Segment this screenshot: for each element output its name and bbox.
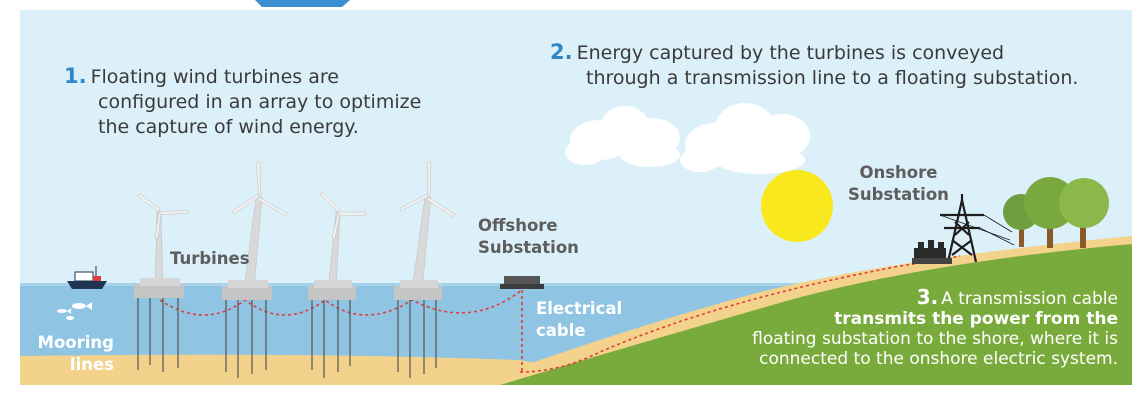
electrical-label-line-2: cable [536,321,586,340]
cloud-right [680,103,810,174]
step-2-line-1: Energy captured by the turbines is conve… [576,42,1005,64]
step-2-line-2: through a transmission line to a floatin… [586,67,1079,89]
array-cable [159,289,523,316]
offshore-label-line-1: Offshore [478,216,558,235]
step-2: 2.Energy captured by the turbines is con… [550,40,1078,91]
step-1-number: 1. [64,64,87,88]
offshore-substation [500,276,544,289]
turbine-3 [308,191,367,378]
offshore-label-line-2: Substation [478,238,579,257]
power-lines [939,214,1015,246]
electrical-cable-label: Electrical cable [536,298,622,342]
offshore-substation-label: Offshore Substation [478,215,579,259]
step-3: 3.A transmission cable transmits the pow… [698,287,1118,369]
step-2-number: 2. [550,40,573,64]
onshore-substation-label: Onshore Substation [848,162,949,206]
sun [761,170,833,242]
turbine-4 [394,161,456,378]
step-3-line-3: floating substation to the shore, where … [752,329,1118,349]
onshore-label-line-1: Onshore [859,163,938,182]
step-1-line-2: configured in an array to optimize [98,91,422,113]
turbine-1 [134,193,189,372]
boat [67,266,107,289]
step-1-line-3: the capture of wind energy. [98,116,359,138]
hill [500,244,1132,385]
turbine-2 [222,161,288,378]
trees [1003,177,1109,248]
step-3-line-1: A transmission cable [941,289,1118,309]
mooring-label-line-2: lines [69,355,114,374]
electrical-label-line-1: Electrical [536,299,623,318]
onshore-tower [940,194,984,263]
step-1: 1.Floating wind turbines are configured … [64,64,421,140]
step-3-number: 3. [916,285,939,309]
mooring-lines-label: Mooring lines [36,332,114,376]
turbines-label: Turbines [170,249,250,268]
step-1-line-1: Floating wind turbines are [90,66,339,88]
cloud-left [565,106,680,167]
substation-equipment [912,240,952,264]
step-3-line-4: connected to the onshore electric system… [759,349,1118,369]
fish [57,302,92,320]
mooring-label-line-1: Mooring [37,333,114,352]
step-3-line-2: transmits the power from the [834,309,1118,329]
header-fragment [255,0,350,7]
onshore-label-line-2: Substation [848,185,949,204]
